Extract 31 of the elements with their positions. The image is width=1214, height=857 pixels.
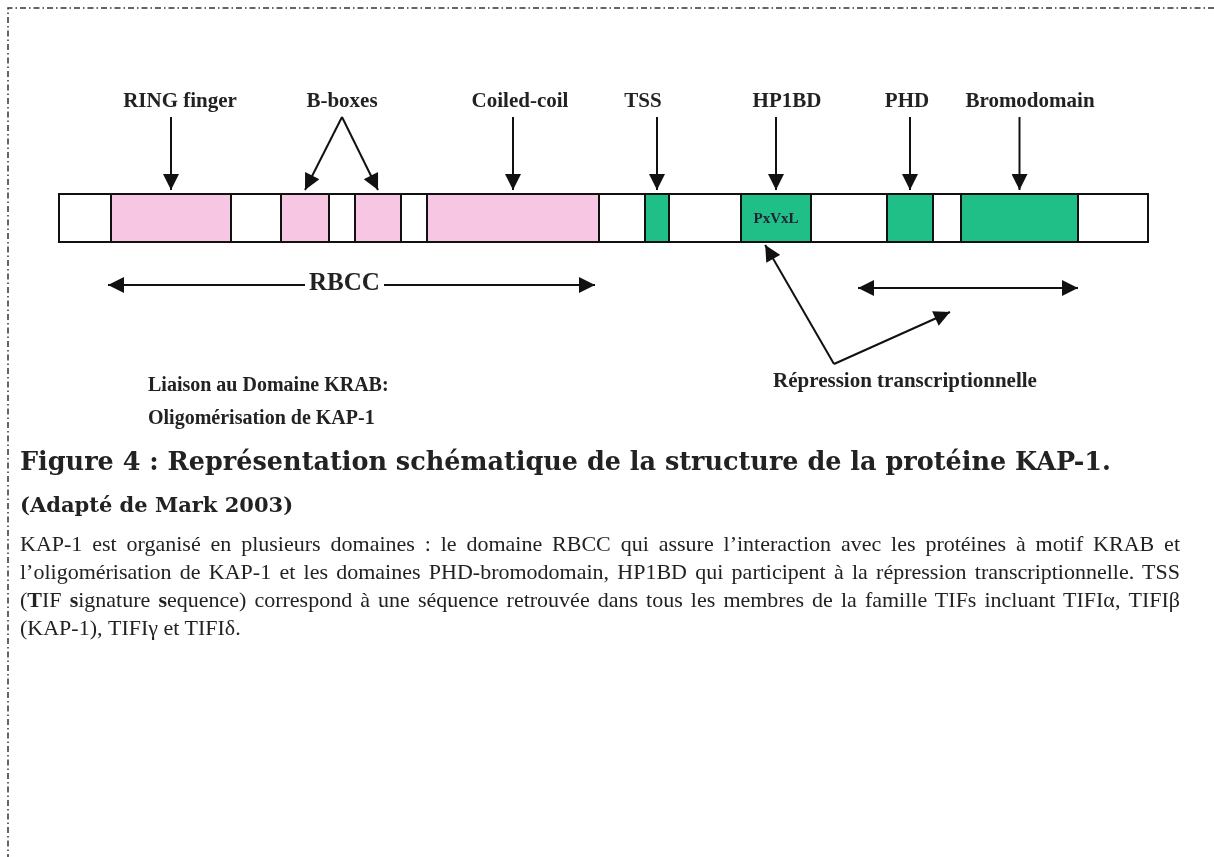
domain-label: HP1BD xyxy=(752,88,822,113)
domain-box xyxy=(110,193,232,243)
protein-bar xyxy=(58,193,1149,243)
domain-label: Bromodomain xyxy=(965,88,1095,113)
arrow xyxy=(163,116,179,191)
arrow xyxy=(764,244,835,365)
domain-box xyxy=(644,193,670,243)
arrow xyxy=(505,116,521,191)
arrow xyxy=(833,311,951,365)
arrow xyxy=(768,116,784,191)
arrow xyxy=(304,116,343,191)
figure-title: Figure 4 : Représentation schématique de la structure de la protéine KAP-1. xyxy=(20,446,1111,476)
domain-label: PHD xyxy=(884,88,930,113)
domain-label: TSS xyxy=(624,88,662,113)
domain-label: B-boxes xyxy=(306,88,378,113)
citation: (Adapté de Mark 2003) xyxy=(20,492,294,517)
arrow xyxy=(1011,116,1028,191)
domain-box xyxy=(426,193,600,243)
arrow xyxy=(649,116,665,191)
annotation-label: Répression transcriptionnelle xyxy=(773,368,1037,393)
domain-box xyxy=(960,193,1079,243)
domain-label: Coiled-coil xyxy=(471,88,569,113)
function-note: Liaison au Domaine KRAB: Oligomérisation de KAP-1 xyxy=(148,372,390,431)
motif-box: PxVxL xyxy=(740,193,812,243)
domain-label: RING finger xyxy=(123,88,237,113)
arrow xyxy=(341,116,379,191)
domain-box xyxy=(886,193,934,243)
domain-box xyxy=(280,193,330,243)
domain-box xyxy=(354,193,402,243)
arrow xyxy=(902,116,918,191)
caption-paragraph: KAP-1 est organisé en plusieurs domaines : le domaine RBCC qui assure l’interaction avec les protéines à motif KRAB et l’oligomérisation de KAP-1 et les domaines PHD-bromodomain, HP1BD qui participent à la répression transcriptionnelle. TSS (TIF signature sequence) correspond à une séquence retrouvée dans tous les membres de la famille TIFs incluant TIFIα, TIFIβ (KAP-1), TIFIγ et TIFIδ. xyxy=(20,530,1180,642)
